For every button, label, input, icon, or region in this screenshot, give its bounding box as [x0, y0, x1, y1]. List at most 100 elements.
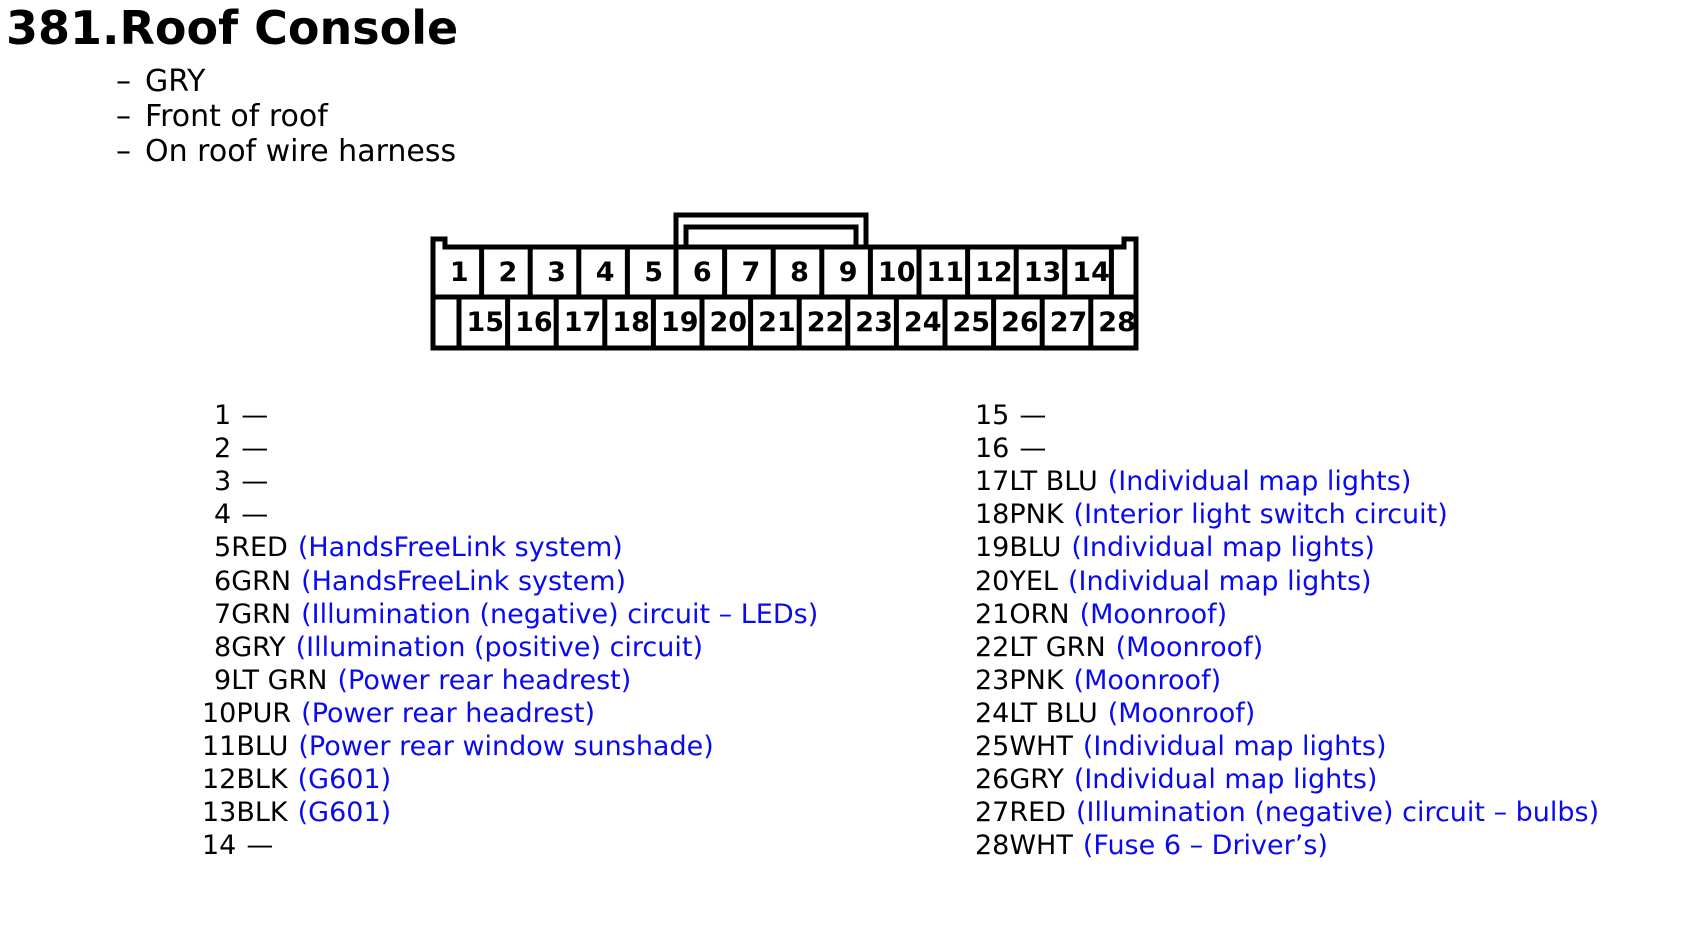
- connector-pin-label: 14: [1072, 257, 1110, 288]
- circuit-description: (Moonroof): [1115, 631, 1264, 663]
- connector-pin-label: 4: [596, 257, 615, 288]
- connector-latch: [673, 212, 869, 247]
- pin-number: 1: [214, 400, 232, 431]
- pin-number: 19: [975, 532, 1010, 564]
- pin-row: 13BLK (G601): [202, 797, 391, 829]
- connector-pin-label: 6: [693, 257, 712, 288]
- pin-row: 17LT BLU(Individual map lights): [975, 466, 1411, 498]
- pin-number: 27: [975, 797, 1010, 829]
- pin-number: 28: [975, 830, 1010, 862]
- wire-color: BLU: [1009, 532, 1062, 564]
- pin-row: 25WHT(Individual map lights): [975, 731, 1386, 763]
- connector-pin-label: 26: [1001, 307, 1039, 338]
- wire-color: BLK: [236, 797, 288, 829]
- connector-pin-label: 24: [904, 307, 942, 338]
- pin-number: 16: [975, 433, 1010, 465]
- wire-color: GRN: [231, 598, 292, 630]
- pin-row: 28WHT(Fuse 6 – Driver’s): [975, 830, 1328, 862]
- wire-color: —: [241, 400, 269, 431]
- circuit-description: (G601): [297, 764, 392, 796]
- pin-number: 26: [975, 764, 1010, 796]
- pin-row: 11BLU (Power rear window sunshade): [202, 731, 714, 763]
- note-bullet: –: [116, 99, 131, 134]
- pin-number: 23: [975, 664, 1010, 696]
- pin-row: 24LT BLU(Moonroof): [975, 698, 1255, 730]
- pin-row: 27RED(Illumination (negative) circuit – …: [975, 797, 1599, 829]
- pin-row: 20YEL(Individual map lights): [975, 566, 1372, 598]
- pin-number: 21: [975, 598, 1010, 630]
- pin-row: 26GRY(Individual map lights): [975, 764, 1377, 796]
- connector-pin-label: 18: [612, 307, 650, 338]
- circuit-description: (Moonroof): [1073, 664, 1222, 696]
- connector-pin-label: 9: [839, 257, 858, 288]
- pin-row: 6GRN(HandsFreeLink system): [214, 566, 626, 598]
- wire-color: YEL: [1009, 565, 1058, 597]
- connector-pin-label: 16: [515, 307, 553, 338]
- pin-row: 21ORN(Moonroof): [975, 599, 1227, 631]
- circuit-description: (Power rear headrest): [337, 664, 632, 696]
- wire-color: BLU: [236, 731, 289, 762]
- circuit-description: (Illumination (negative) circuit – LEDs): [301, 598, 819, 630]
- connector-pin-label: 15: [467, 307, 505, 338]
- connector-pin-label: 22: [807, 307, 845, 338]
- wire-color: PNK: [1009, 499, 1064, 531]
- pin-row: 1—: [214, 400, 268, 432]
- pin-row: 8GRY(Illumination (positive) circuit): [214, 632, 703, 664]
- pin-row: 7GRN (Illumination (negative) circuit – L…: [214, 599, 818, 631]
- page-title: 381.Roof Console: [6, 1, 459, 55]
- pin-number: 4: [214, 499, 232, 531]
- wire-color: LT BLU: [1009, 697, 1098, 729]
- connector-housing: [430, 236, 1139, 351]
- wire-color: WHT: [1009, 830, 1073, 862]
- circuit-description: (G601): [297, 797, 392, 829]
- pin-number: 2: [214, 433, 232, 465]
- pin-row: 5RED(HandsFreeLink system): [214, 532, 623, 564]
- connector-pin-label: 5: [644, 257, 663, 288]
- pin-number: 11: [202, 731, 237, 762]
- pin-number: 9: [214, 664, 232, 696]
- pin-row: 19BLU(Individual map lights): [975, 532, 1375, 564]
- pin-row: 16 —: [975, 433, 1046, 465]
- wire-color: PNK: [1009, 664, 1064, 696]
- note-harness: –On roof wire harness: [116, 134, 457, 169]
- wire-color: BLK: [236, 764, 288, 796]
- connector-pin-label: 21: [758, 307, 796, 338]
- connector-pin-label: 8: [790, 257, 809, 288]
- wire-color: —: [241, 466, 269, 498]
- pin-number: 13: [202, 797, 237, 829]
- connector-pin-label: 27: [1050, 307, 1088, 338]
- connector-pin-label: 25: [953, 307, 991, 338]
- pin-number: 10: [202, 697, 237, 729]
- connector-pin-label: 12: [975, 257, 1013, 288]
- connector-notes: –GRY –Front of roof –On roof wire harnes…: [116, 64, 456, 169]
- pin-number: 17: [975, 466, 1010, 498]
- pin-row: 14—: [202, 830, 273, 862]
- circuit-description: (Illumination (negative) circuit – bulbs…: [1075, 797, 1600, 829]
- pin-row: 12BLK(G601): [202, 764, 391, 796]
- wire-color: —: [241, 499, 269, 531]
- pin-row: 23PNK (Moonroof): [975, 665, 1221, 697]
- pin-row: 9LT GRN (Power rear headrest): [214, 665, 631, 697]
- pin-number: 6: [214, 565, 232, 597]
- pin-number: 15: [975, 400, 1010, 431]
- wire-color: —: [1019, 433, 1047, 465]
- circuit-description: (HandsFreeLink system): [301, 565, 627, 597]
- circuit-description: (Power rear window sunshade): [298, 731, 714, 762]
- circuit-description: (Moonroof): [1107, 697, 1256, 729]
- circuit-description: (Interior light switch circuit): [1073, 499, 1448, 531]
- note-bullet: –: [116, 64, 131, 99]
- wire-color: GRY: [1009, 764, 1064, 796]
- note-color: –GRY: [116, 64, 206, 99]
- pin-number: 3: [214, 466, 232, 498]
- connector-pin-label: 13: [1024, 257, 1062, 288]
- connector-pin-label: 23: [855, 307, 893, 338]
- pin-number: 7: [214, 598, 232, 630]
- wire-color: LT GRN: [231, 664, 328, 696]
- circuit-description: (Individual map lights): [1082, 731, 1387, 762]
- connector-pin-label: 10: [878, 257, 916, 288]
- connector-latch-inner: [683, 224, 859, 247]
- wire-color: WHT: [1009, 731, 1073, 762]
- pin-number: 18: [975, 499, 1010, 531]
- pin-row: 22LT GRN(Moonroof): [975, 632, 1263, 664]
